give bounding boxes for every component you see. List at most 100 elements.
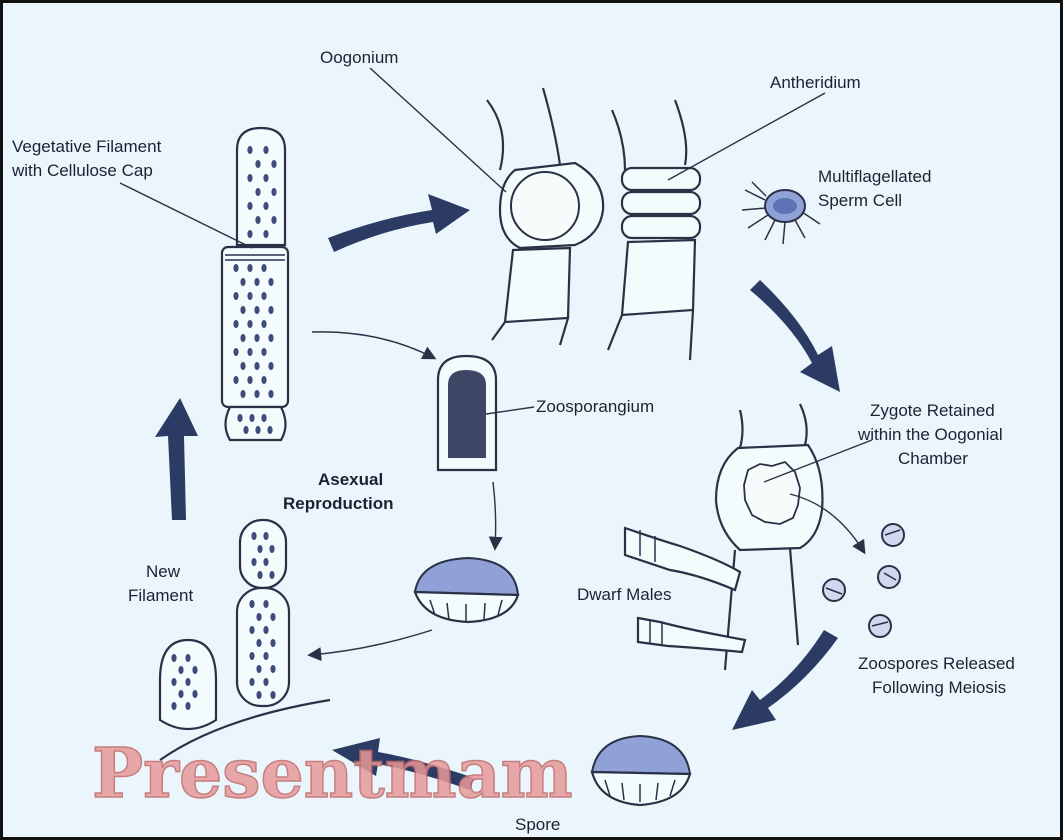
released-zoospores [823, 524, 904, 637]
chloroplast-dot [267, 426, 272, 434]
label-zygote-line1: Zygote Retained [870, 401, 995, 420]
label-new-filament-line2: Filament [128, 586, 193, 605]
chloroplast-dot [185, 702, 190, 710]
chloroplast-dot [263, 600, 268, 608]
chloroplast-dot [261, 414, 266, 422]
chloroplast-dot [237, 414, 242, 422]
chloroplast-dot [261, 348, 266, 356]
chloroplast-dot [256, 665, 261, 673]
chloroplast-dot [270, 665, 275, 673]
chloroplast-dot [249, 414, 254, 422]
chloroplast-dot [249, 652, 254, 660]
sperm-cell [742, 182, 820, 244]
chloroplast-dot [268, 362, 273, 370]
chloroplast-dot [263, 652, 268, 660]
chloroplast-dot [243, 426, 248, 434]
chloroplast-dot [261, 376, 266, 384]
watermark-text: Presentmam [92, 734, 573, 814]
chloroplast-dot [263, 532, 268, 540]
label-zoospores-line1: Zoospores Released [858, 654, 1015, 673]
chloroplast-dot [192, 666, 197, 674]
chloroplast-dot [247, 202, 252, 210]
chloroplast-dot [254, 390, 259, 398]
oogonium-filament [487, 88, 603, 345]
chloroplast-dot [269, 571, 274, 579]
label-oogonium: Oogonium [320, 48, 398, 67]
asexual-zoospore [415, 558, 518, 622]
chloroplast-dot [251, 558, 256, 566]
chloroplast-dot [263, 558, 268, 566]
chloroplast-dot [256, 691, 261, 699]
chloroplast-dot [171, 654, 176, 662]
label-antheridium: Antheridium [770, 73, 861, 92]
chloroplast-dot [247, 348, 252, 356]
chloroplast-dot [249, 626, 254, 634]
label-dwarf-males: Dwarf Males [577, 585, 671, 604]
chloroplast-dot [178, 690, 183, 698]
chloroplast-dot [270, 613, 275, 621]
chloroplast-dot [255, 160, 260, 168]
chloroplast-dot [247, 230, 252, 238]
chloroplast-dot [268, 306, 273, 314]
chloroplast-dot [240, 334, 245, 342]
label-new-filament-line1: New [146, 562, 181, 581]
chloroplast-dot [254, 334, 259, 342]
chloroplast-dot [271, 188, 276, 196]
chloroplast-dot [271, 160, 276, 168]
label-zygote-line2: within the Oogonial [857, 425, 1003, 444]
chloroplast-dot [255, 216, 260, 224]
chloroplast-dot [247, 376, 252, 384]
chloroplast-dot [240, 278, 245, 286]
chloroplast-dot [256, 613, 261, 621]
chloroplast-dot [261, 320, 266, 328]
chloroplast-dot [233, 292, 238, 300]
chloroplast-dot [233, 264, 238, 272]
chloroplast-dot [263, 174, 268, 182]
chloroplast-dot [257, 571, 262, 579]
chloroplast-dot [261, 264, 266, 272]
chloroplast-dot [249, 600, 254, 608]
chloroplast-dot [261, 292, 266, 300]
arrow-to-spore [732, 630, 838, 730]
chloroplast-dot [256, 639, 261, 647]
zoosporangium [438, 356, 496, 470]
chloroplast-dot [192, 690, 197, 698]
chloroplast-dot [171, 702, 176, 710]
chloroplast-dot [233, 320, 238, 328]
label-sperm-line2: Sperm Cell [818, 191, 902, 210]
chloroplast-dot [268, 278, 273, 286]
arrow-to-oogonium [328, 194, 470, 252]
new-filament [160, 520, 330, 760]
chloroplast-dot [247, 292, 252, 300]
label-sperm-line1: Multiflagellated [818, 167, 931, 186]
chloroplast-dot [271, 216, 276, 224]
chloroplast-dot [263, 626, 268, 634]
chloroplast-dot [269, 545, 274, 553]
label-vegetative-line2: with Cellulose Cap [11, 161, 153, 180]
chloroplast-dot [254, 362, 259, 370]
zygote-chamber [716, 404, 822, 670]
chloroplast-dot [233, 376, 238, 384]
chloroplast-dot [240, 306, 245, 314]
chloroplast-dot [263, 678, 268, 686]
chloroplast-dot [251, 532, 256, 540]
chloroplast-dot [240, 362, 245, 370]
chloroplast-dot [270, 691, 275, 699]
chloroplast-dot [257, 545, 262, 553]
chloroplast-dot [263, 202, 268, 210]
chloroplast-dot [255, 188, 260, 196]
chloroplast-dot [247, 174, 252, 182]
label-zoospores-line2: Following Meiosis [872, 678, 1006, 697]
chloroplast-dot [255, 426, 260, 434]
label-zoosporangium: Zoosporangium [536, 397, 654, 416]
chloroplast-dot [185, 654, 190, 662]
label-asexual-line2: Reproduction [283, 494, 394, 513]
label-vegetative-line1: Vegetative Filament [12, 137, 162, 156]
chloroplast-dot [171, 678, 176, 686]
vegetative-filament [222, 128, 288, 440]
chloroplast-dot [249, 678, 254, 686]
label-spore: Spore [515, 815, 560, 834]
chloroplast-dot [247, 146, 252, 154]
chloroplast-dot [185, 678, 190, 686]
